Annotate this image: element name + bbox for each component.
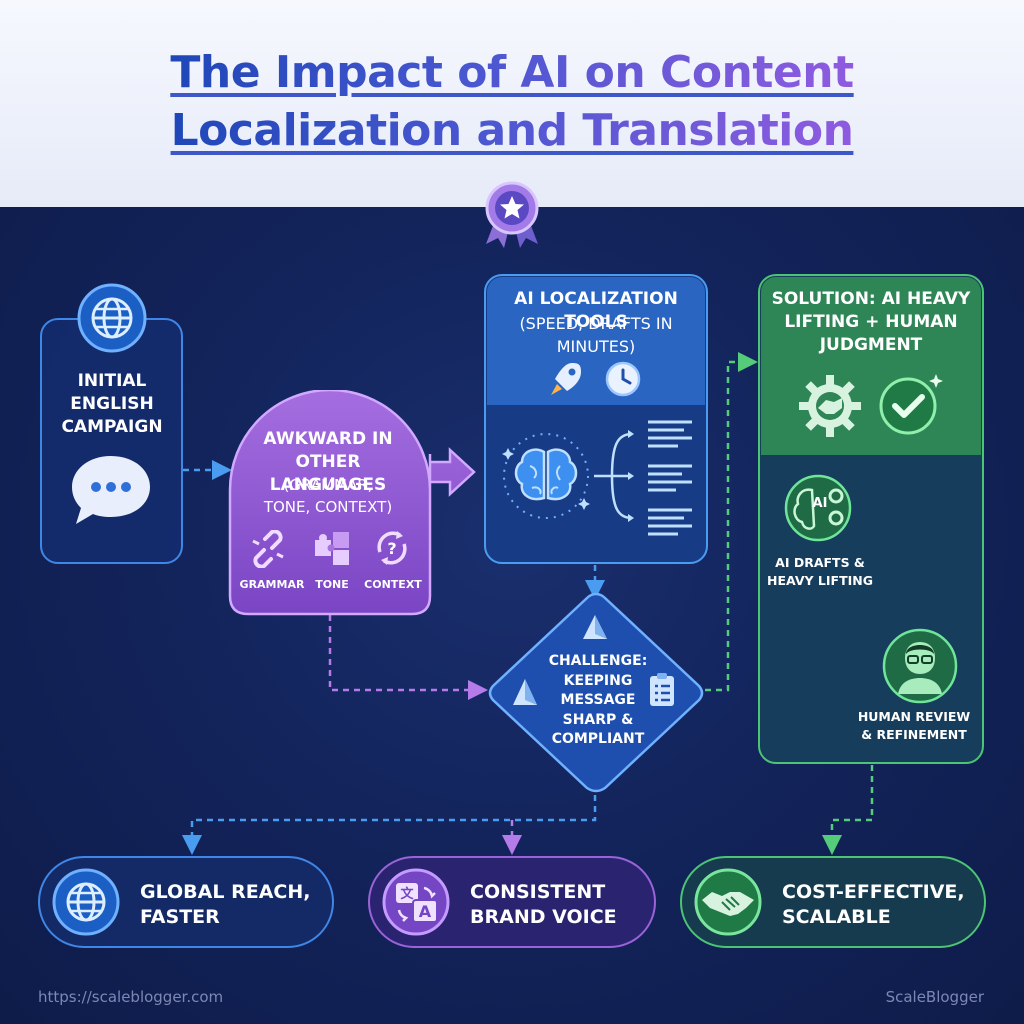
broken-link-icon [252,530,284,568]
awkward-item-grammar: GRAMMAR [239,578,305,591]
translate-icon: 文 A [382,868,450,936]
gear-handshake-icon [799,375,861,437]
outcome-cost-effective: COST-EFFECTIVE, SCALABLE [680,856,986,948]
footer-url[interactable]: https://scaleblogger.com [38,988,224,1006]
arrow-solution-to-outcome-3 [822,765,874,855]
header-band [0,0,1024,207]
speech-bubble-icon [72,456,150,524]
awkward-languages-shape [228,390,476,616]
awkward-detail: (GRAMMAR, TONE, CONTEXT) [263,476,393,516]
arrow-challenge-to-outcome-1 [182,795,597,855]
arrow-challenge-to-solution [705,352,758,692]
triangle-left-icon [513,679,537,705]
triangle-top-icon [583,615,607,639]
check-circle-icon [879,374,943,435]
challenge-diamond-shape [488,592,704,793]
awkward-label: AWKWARD IN OTHER LANGUAGES [263,429,393,495]
solution-label: SOLUTION: AI HEAVY LIFTING + HUMAN JUDGM… [771,289,971,355]
page-title: The Impact of AI on Content Localization… [0,44,1024,160]
awkward-item-context: CONTEXT [364,578,422,591]
rocket-icon [551,363,581,395]
ai-tools-header-panel [487,277,705,405]
footer-brand: ScaleBlogger [885,988,984,1006]
globe-icon [77,283,147,353]
outcome-brand-voice: 文 A CONSISTENT BRAND VOICE [368,856,656,948]
outcome-label: GLOBAL REACH, FASTER [140,881,311,928]
ai-tools-label: AI LOCALIZATION TOOLS [514,289,678,332]
clock-icon [605,361,641,397]
ai-tools-detail: (SPEED, DRAFTS IN MINUTES) [519,314,673,356]
arrow-awkward-to-challenge [328,615,488,700]
awkward-item-tone: TONE [315,578,349,591]
solution-header-panel [761,277,981,455]
output-branches-icon [594,420,692,536]
puzzle-icon [315,532,349,565]
svg-text:?: ? [387,539,396,558]
title-line-2: Localization and Translation [171,102,854,160]
outcome-label: COST-EFFECTIVE, SCALABLE [782,881,965,928]
ai-drafts-label: AI DRAFTS & HEAVY LIFTING [767,555,873,588]
award-badge-icon [485,181,539,248]
brain-icon [502,433,590,519]
initial-campaign-label: INITIAL ENGLISH CAMPAIGN [61,371,163,437]
checklist-icon [650,673,674,706]
ai-gears-icon [784,474,852,542]
svg-text:文: 文 [400,886,414,902]
svg-text:A: A [419,902,432,921]
handshake-icon [694,868,762,936]
human-review-label: HUMAN REVIEW & REFINEMENT [857,709,971,742]
outcome-label: CONSISTENT BRAND VOICE [470,881,617,928]
title-line-1: The Impact of AI on Content [170,44,854,102]
outcome-global-reach: GLOBAL REACH, FASTER [38,856,334,948]
ai-badge-text: AI [812,496,828,511]
human-reviewer-icon [882,628,958,704]
globe-icon [52,868,120,936]
challenge-label: CHALLENGE: KEEPING MESSAGE SHARP & COMPL… [548,653,648,747]
question-cycle-icon: ? [377,531,407,565]
